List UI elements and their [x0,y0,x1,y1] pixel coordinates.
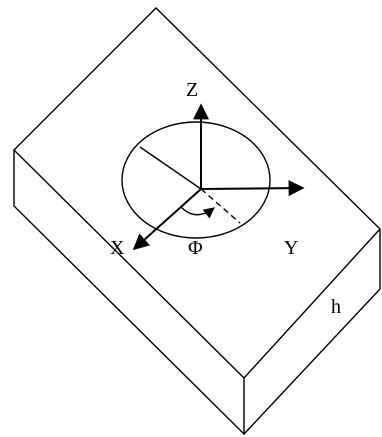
angle-arc [180,206,215,219]
radius-line [139,146,202,190]
angle-label: Φ [188,237,203,259]
x-axis-arrow [132,188,202,251]
thickness-label: h [331,296,341,318]
z-axis-label: Z [186,79,198,101]
substrate-front-face [13,150,245,436]
y-axis-arrow [200,180,305,197]
substrate-block [13,7,381,436]
x-axis-label: X [110,237,125,259]
projection-dashed-line [200,188,241,224]
substrate-side-face [243,229,381,435]
circular-patch [121,121,271,239]
y-axis-label: Y [284,237,298,259]
